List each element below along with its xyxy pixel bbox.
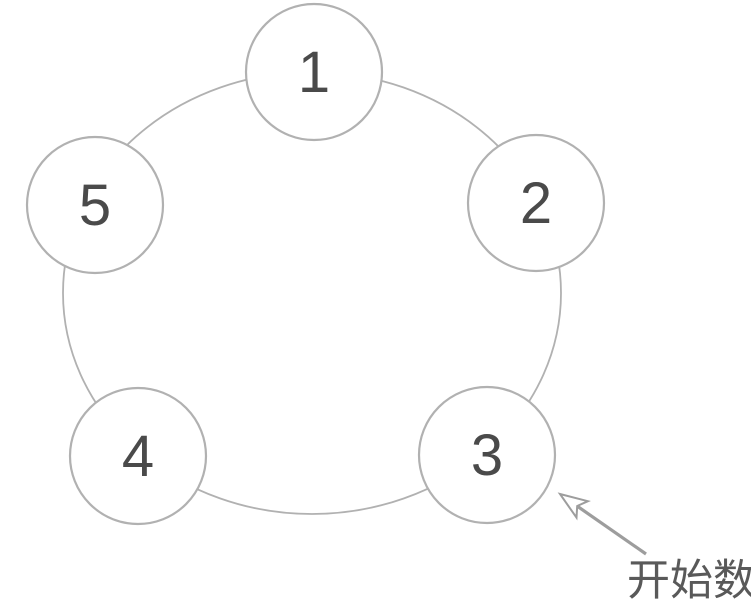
arrow-head-icon	[557, 492, 591, 521]
node-5-circle	[25, 135, 165, 275]
node-5: 5	[25, 135, 165, 275]
annotation-label: 开始数	[627, 557, 751, 603]
node-4-label: 4	[122, 424, 154, 489]
node-3-label: 3	[471, 423, 503, 488]
node-3: 3	[417, 385, 557, 525]
node-3-circle	[417, 385, 557, 525]
node-2-label: 2	[520, 171, 552, 236]
start-annotation: 开始数	[557, 492, 751, 603]
node-1-label: 1	[298, 40, 330, 105]
node-1-circle	[244, 2, 384, 142]
node-2-circle	[466, 133, 606, 273]
node-1: 1	[244, 2, 384, 142]
node-5-label: 5	[79, 173, 111, 238]
node-2: 2	[466, 133, 606, 273]
node-4: 4	[68, 386, 208, 526]
node-4-circle	[68, 386, 208, 526]
arrow-line	[576, 504, 647, 556]
